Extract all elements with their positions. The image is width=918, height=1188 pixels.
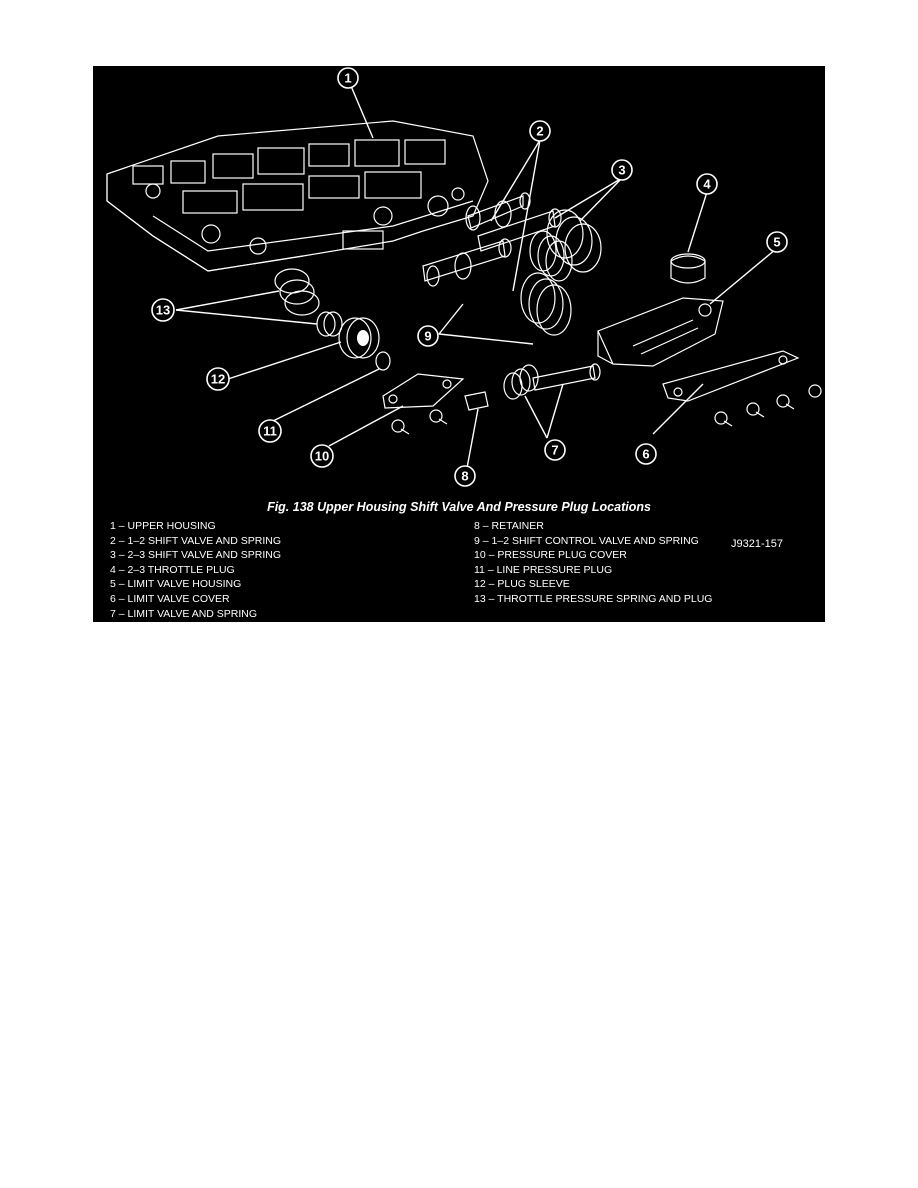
callout-5: 5 (766, 231, 788, 253)
svg-text:7: 7 (551, 443, 558, 458)
svg-text:13: 13 (156, 303, 170, 318)
callout-4: 4 (696, 173, 718, 195)
callout-9: 9 (417, 325, 439, 347)
svg-text:12: 12 (211, 372, 225, 387)
callout-12: 12 (206, 367, 230, 391)
springs-drawing (274, 209, 602, 400)
callout-7: 7 (544, 439, 566, 461)
legend-item: 5 – LIMIT VALVE HOUSING (110, 578, 242, 591)
svg-text:10: 10 (315, 449, 329, 464)
svg-text:2: 2 (536, 124, 543, 139)
leader-lines (175, 85, 777, 469)
svg-text:11: 11 (263, 424, 277, 439)
legend-item: 7 – LIMIT VALVE AND SPRING (110, 607, 258, 620)
svg-text:9: 9 (424, 329, 431, 344)
legend-item: 4 – 2–3 THROTTLE PLUG (110, 563, 235, 576)
throttle-plug-drawing (670, 253, 706, 284)
callout-8: 8 (454, 465, 476, 487)
legend-right: 8 – RETAINER 9 – 1–2 SHIFT CONTROL VALVE… (474, 519, 712, 607)
legend-item: 2 – 1–2 SHIFT VALVE AND SPRING (110, 534, 281, 547)
retainer-drawing (464, 391, 489, 411)
legend-item: 13 – THROTTLE PRESSURE SPRING AND PLUG (474, 592, 713, 605)
callout-6: 6 (635, 443, 657, 465)
legend-item: 6 – LIMIT VALVE COVER (110, 592, 230, 605)
callout-13: 13 (151, 298, 175, 322)
limit-valve-housing-drawing (597, 297, 724, 367)
figure-panel: 1 2 3 4 5 6 7 8 9 10 11 12 13 J9321-157 … (93, 66, 825, 622)
svg-text:4: 4 (703, 177, 711, 192)
callout-10: 10 (310, 444, 334, 468)
svg-text:6: 6 (642, 447, 649, 462)
callout-3: 3 (611, 159, 633, 181)
legend-item: 9 – 1–2 SHIFT CONTROL VALVE AND SPRING (474, 534, 699, 547)
screws-drawing (391, 384, 822, 435)
legend-item: 1 – UPPER HOUSING (110, 520, 216, 532)
legend-item: 10 – PRESSURE PLUG COVER (474, 549, 627, 562)
pressure-plug-cover-drawing (382, 373, 465, 409)
legend-item: 12 – PLUG SLEEVE (474, 578, 570, 591)
svg-text:8: 8 (461, 469, 468, 484)
svg-text:3: 3 (618, 163, 625, 178)
callout-11: 11 (258, 419, 282, 443)
callout-1: 1 (337, 67, 359, 89)
svg-text:5: 5 (773, 235, 780, 250)
limit-valve-drawing (532, 363, 601, 391)
line-pressure-plug-drawing (375, 351, 391, 371)
drawing-code: J9321-157 (731, 538, 783, 550)
limit-valve-cover-drawing (662, 350, 800, 402)
exploded-diagram: 1 2 3 4 5 6 7 8 9 10 11 12 13 (106, 67, 822, 487)
shift-valves-drawing (422, 192, 562, 287)
legend-item: 11 – LINE PRESSURE PLUG (474, 563, 613, 576)
figure-caption: Fig. 138 Upper Housing Shift Valve And P… (267, 500, 651, 514)
svg-text:1: 1 (344, 71, 351, 86)
callout-2: 2 (529, 120, 551, 142)
upper-housing-drawing (106, 120, 489, 272)
plug-sleeve-drawing (316, 311, 380, 359)
legend-item: 8 – RETAINER (474, 520, 544, 532)
legend-left: 1 – UPPER HOUSING 2 – 1–2 SHIFT VALVE AN… (110, 519, 281, 621)
legend-item: 3 – 2–3 SHIFT VALVE AND SPRING (110, 549, 281, 562)
